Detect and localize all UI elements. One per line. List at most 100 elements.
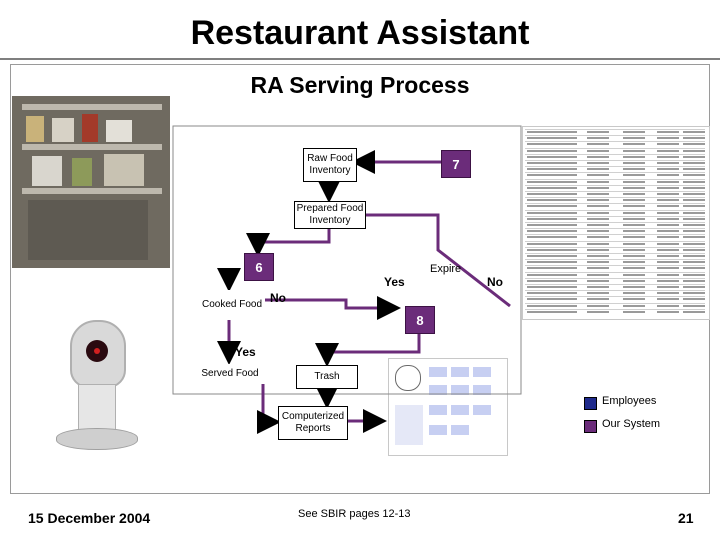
arrow-prepared-to-six [246,227,331,257]
spreadsheet-cell [623,180,645,183]
spreadsheet-cell [527,137,577,140]
spreadsheet-cell [527,186,577,189]
spreadsheet-cell [587,205,609,208]
spreadsheet-cell [587,186,609,189]
spreadsheet-cell [623,236,645,239]
spreadsheet-cell [657,211,679,214]
spreadsheet-cell [623,174,645,177]
spreadsheet-cell [683,205,705,208]
spreadsheet-row [525,184,705,186]
spreadsheet-cell [527,193,577,195]
spreadsheet-cell [683,236,705,239]
spreadsheet-cell [527,168,577,171]
spreadsheet-cell [623,279,645,282]
arrow-served-to-reports [257,383,281,434]
spreadsheet-cell [683,149,705,152]
spreadsheet-cell [657,155,679,158]
spreadsheet-cell [683,193,705,195]
spreadsheet-row [525,203,705,205]
spreadsheet-cell [683,304,705,307]
spreadsheet-cell [683,162,705,164]
spreadsheet-cell [657,267,679,270]
spreadsheet-cell [657,242,679,245]
spreadsheet-cell [657,292,679,295]
spreadsheet-cell [527,248,577,251]
sbir-footnote: See SBIR pages 12-13 [298,508,411,520]
spreadsheet-cell [623,230,645,233]
spreadsheet-row [525,209,705,211]
step-six-badge: 6 [244,253,274,281]
spreadsheet-cell [587,174,609,177]
spreadsheet-cell [587,155,609,158]
spreadsheet-cell [587,168,609,171]
spreadsheet-cell [657,255,679,257]
spreadsheet-cell [657,193,679,195]
spreadsheet-cell [657,180,679,183]
spreadsheet-row [525,191,705,192]
spreadsheet-cell [623,310,645,313]
spreadsheet-cell [587,224,609,226]
spreadsheet-cell [587,217,609,220]
spreadsheet-row [525,215,705,217]
spreadsheet-cell [587,267,609,270]
legend-employees-swatch [584,397,597,410]
spreadsheet-cell [587,193,609,195]
no-label-right: No [487,275,503,289]
spreadsheet-cell [623,261,645,264]
spreadsheet-cell [587,310,609,313]
spreadsheet-row [525,308,705,310]
spreadsheet-row [525,141,705,143]
spreadsheet-cell [623,242,645,245]
spreadsheet-cell [683,174,705,177]
spreadsheet-cell [623,255,645,257]
arrow-cooked-to-eight [265,296,401,320]
spreadsheet-row [525,228,705,230]
spreadsheet-cell [527,267,577,270]
spreadsheet-cell [527,162,577,164]
flow-boundary [172,125,522,395]
spreadsheet-cell [623,292,645,295]
spreadsheet-cell [623,217,645,220]
spreadsheet-cell [587,149,609,152]
slide-title: Restaurant Assistant [190,14,530,52]
spreadsheet-cell [657,162,679,164]
spreadsheet-row [525,178,705,180]
spreadsheet-row [525,234,705,236]
spreadsheet-cell [527,298,577,301]
spreadsheet-cell [657,273,679,276]
spreadsheet-cell [527,279,577,282]
spreadsheet-cell [657,298,679,301]
spreadsheet-cell [587,304,609,307]
spreadsheet-cell [657,230,679,233]
spreadsheet-cell [527,205,577,208]
spreadsheet-row [525,129,705,130]
yes-label-bottom: Yes [235,345,256,359]
spreadsheet-cell [657,186,679,189]
spreadsheet-cell [683,292,705,295]
trash-node: Trash [296,365,358,389]
spreadsheet-row [525,222,705,223]
spreadsheet-cell [683,279,705,282]
spreadsheet-cell [683,131,705,133]
spreadsheet-cell [683,298,705,301]
spreadsheet-cell [657,310,679,313]
spreadsheet-cell [657,137,679,140]
spreadsheet-cell [527,242,577,245]
spreadsheet-cell [587,143,609,146]
slide-subtitle: RA Serving Process [250,72,470,98]
spreadsheet-cell [657,217,679,220]
spreadsheet-cell [587,298,609,301]
spreadsheet-row [525,240,705,242]
spreadsheet-cell [657,199,679,202]
spreadsheet-cell [623,304,645,307]
spreadsheet-cell [657,224,679,226]
spreadsheet-cell [587,261,609,264]
spreadsheet-row [525,277,705,279]
raw-food-inventory-node: Raw Food Inventory [303,148,357,182]
spreadsheet-cell [623,149,645,152]
spreadsheet-row [525,284,705,285]
spreadsheet-cell [623,193,645,195]
spreadsheet-row [525,265,705,267]
spreadsheet-row [525,153,705,155]
